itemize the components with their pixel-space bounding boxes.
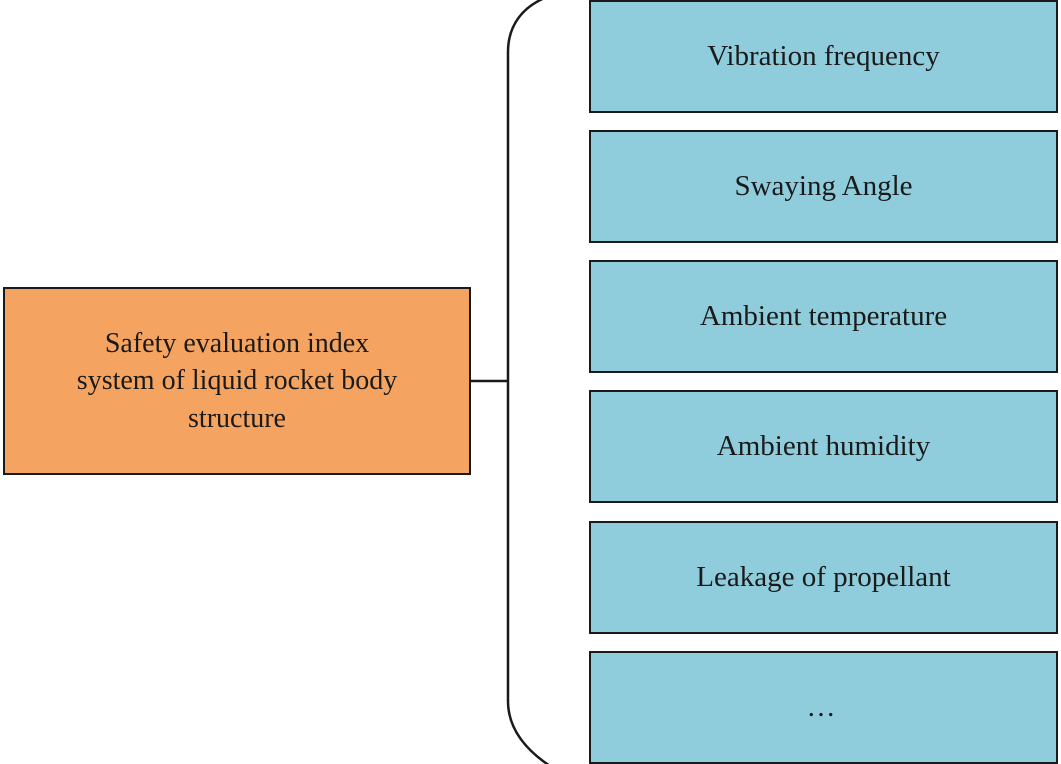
brace-bottom-hook [506,699,550,764]
root-node-safety-evaluation-index-system[interactable]: Safety evaluation index system of liquid… [3,287,471,475]
leaf-node-label: … [806,691,841,724]
leaf-node-swaying-angle[interactable]: Swaying Angle [589,130,1058,243]
leaf-node-label: Vibration frequency [707,40,940,73]
leaf-node-ambient-humidity[interactable]: Ambient humidity [589,390,1058,503]
leaf-node-label: Leakage of propellant [696,561,951,594]
root-node-label: Safety evaluation index system of liquid… [76,328,398,434]
leaf-node-vibration-frequency[interactable]: Vibration frequency [589,0,1058,113]
leaf-node-ambient-temperature[interactable]: Ambient temperature [589,260,1058,373]
leaf-node-label: Ambient humidity [716,430,931,463]
leaf-node-label: Ambient temperature [699,300,948,333]
leaf-node-label: Swaying Angle [734,170,913,203]
brace-connector [470,0,550,764]
leaf-node-ellipsis[interactable]: … [589,651,1058,764]
leaf-node-leakage-of-propellant[interactable]: Leakage of propellant [589,521,1058,634]
brace-top-hook [506,0,544,54]
